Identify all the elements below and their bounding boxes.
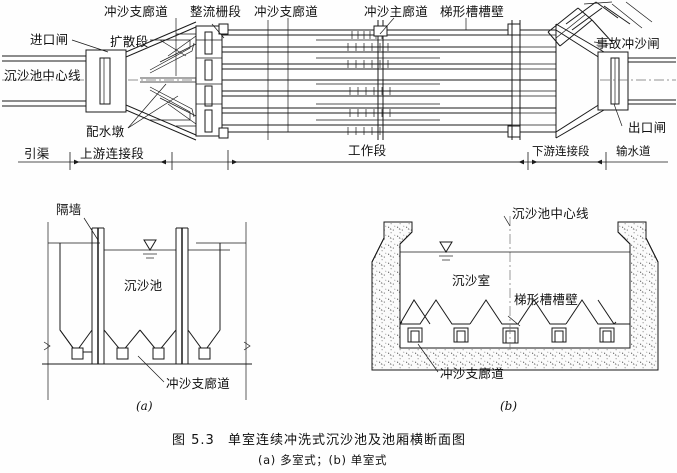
leader-distribution-pier (127, 83, 167, 129)
dim-label-0: 引渠 (24, 146, 50, 161)
section-b-water-level (400, 241, 630, 261)
label-branch-gallery: 冲沙支廊道 (104, 4, 168, 19)
plan-dimension-line (18, 150, 668, 170)
label-centerline-b: 沉沙池中心线 (512, 206, 589, 221)
label-partition-wall: 隔墙 (56, 202, 82, 217)
leader-diffuser (159, 39, 187, 57)
dim-label-4: 输水道 (616, 144, 651, 158)
section-a-tag: (a) (136, 399, 153, 413)
label-diffuser: 扩散段 (110, 34, 148, 49)
conveyance-channel (600, 57, 676, 105)
label-basin-a: 沉沙池 (124, 278, 163, 293)
label-emergency-flush-gate: 事故冲沙闸 (596, 36, 660, 51)
label-rectifier-grid: 整流栅段 (190, 4, 241, 19)
approach-channel (2, 55, 86, 107)
outlet-gate-structure (597, 51, 629, 111)
figure-title: 单室连续冲洗式沉沙池及池厢横断面图 (228, 432, 466, 448)
section-b-leader-lines (417, 215, 521, 373)
label-inlet-gate: 进口闸 (30, 32, 68, 47)
label-outlet-gate: 出口闸 (628, 120, 666, 135)
section-b-drawing: 沉沙池中心线 沉沙室 梯形槽槽壁 冲沙支廊道 (b) (371, 206, 659, 413)
label-main-gallery: 冲沙主廊道 (364, 4, 428, 19)
label-distribution-pier: 配水墩 (86, 124, 125, 139)
water-level-triangle-a (143, 239, 157, 259)
section-b-duct-openings (407, 327, 615, 344)
dim-label-1: 上游连接段 (80, 146, 144, 161)
label-branch-gallery-2: 冲沙支廊道 (254, 4, 318, 19)
leader-inlet-gate (71, 39, 109, 53)
label-trough-wall-plan: 梯形槽槽壁 (440, 4, 504, 19)
leader-emergency-gate (593, 41, 611, 45)
section-b-inner-faces (371, 221, 659, 371)
section-a-water-level (104, 239, 230, 259)
label-chamber-b: 沉沙室 (452, 273, 490, 288)
section-b-tag: (b) (500, 399, 517, 413)
main-flush-gallery (373, 20, 388, 140)
figure-number: 图 5.3 (172, 433, 215, 448)
water-level-triangle-b (439, 241, 453, 261)
label-branch-gallery-b: 冲沙支廊道 (440, 366, 504, 381)
leader-rectifier (211, 23, 225, 39)
label-branch-gallery-a: 冲沙支廊道 (166, 376, 230, 391)
downstream-transition (555, 23, 605, 139)
emergency-flush-gate (547, 1, 653, 47)
inlet-gate-structure (85, 49, 127, 113)
label-trough-wall-b: 梯形槽槽壁 (514, 292, 578, 307)
dim-label-3: 下游连接段 (532, 144, 590, 158)
leader-distribution-pier-2 (127, 95, 179, 129)
rectifier-grid-section (195, 25, 223, 137)
section-a-chambers (43, 227, 251, 364)
figure-subtitle: (a) 多室式；(b) 单室式 (258, 453, 387, 467)
section-a-drawing: 隔墙 沉沙池 冲沙支廊道 (a) (42, 202, 252, 413)
leader-outlet-gate (613, 103, 623, 127)
leader-trough-wall-b (507, 315, 521, 327)
leader-main-gallery (379, 17, 395, 35)
section-a-leader-lines (83, 217, 165, 383)
plan-leader-lines (71, 17, 623, 132)
dim-label-2: 工作段 (348, 143, 386, 158)
plan-view-drawing: 进口闸 沉沙池中心线 扩散段 冲沙支廊道 整流栅段 冲沙支廊道 冲沙主廊道 梯形… (2, 1, 676, 170)
working-section-channels (222, 29, 556, 135)
figure-caption-block: 图 5.3 单室连续冲洗式沉沙池及池厢横断面图 (a) 多室式；(b) 单室式 (172, 432, 466, 467)
leader-branch-gallery-b (417, 343, 439, 373)
label-plan-centerline: 沉沙池中心线 (4, 68, 81, 83)
working-section-end-piers (218, 20, 557, 140)
